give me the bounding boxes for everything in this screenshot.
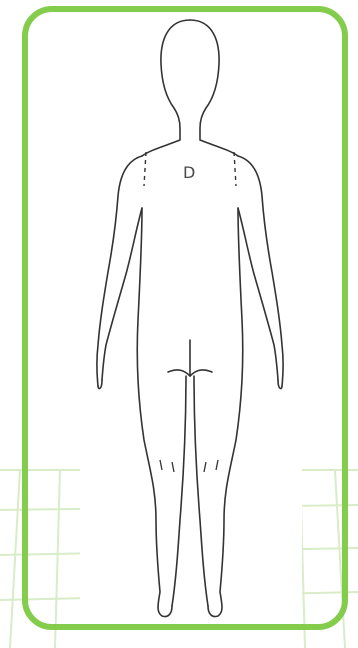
left-arm-outer — [97, 156, 142, 386]
head-outline — [142, 20, 190, 156]
left-leg-inner — [172, 376, 186, 606]
right-shoulder-dash — [234, 152, 236, 186]
left-shoulder-dash — [144, 152, 146, 186]
right-leg-inner — [194, 376, 208, 606]
right-knee-mark-1 — [204, 462, 206, 472]
left-arm-inner — [102, 208, 142, 380]
side-label: D — [183, 163, 195, 182]
right-arm-outer — [238, 156, 283, 386]
left-knee-mark-2 — [172, 462, 174, 472]
right-knee-mark-2 — [216, 460, 218, 470]
right-arm-inner — [238, 208, 278, 380]
left-torso-leg-outer — [137, 208, 172, 617]
head-outline-right — [190, 20, 238, 156]
right-torso-leg-outer — [208, 208, 243, 617]
left-knee-mark-1 — [160, 460, 162, 470]
